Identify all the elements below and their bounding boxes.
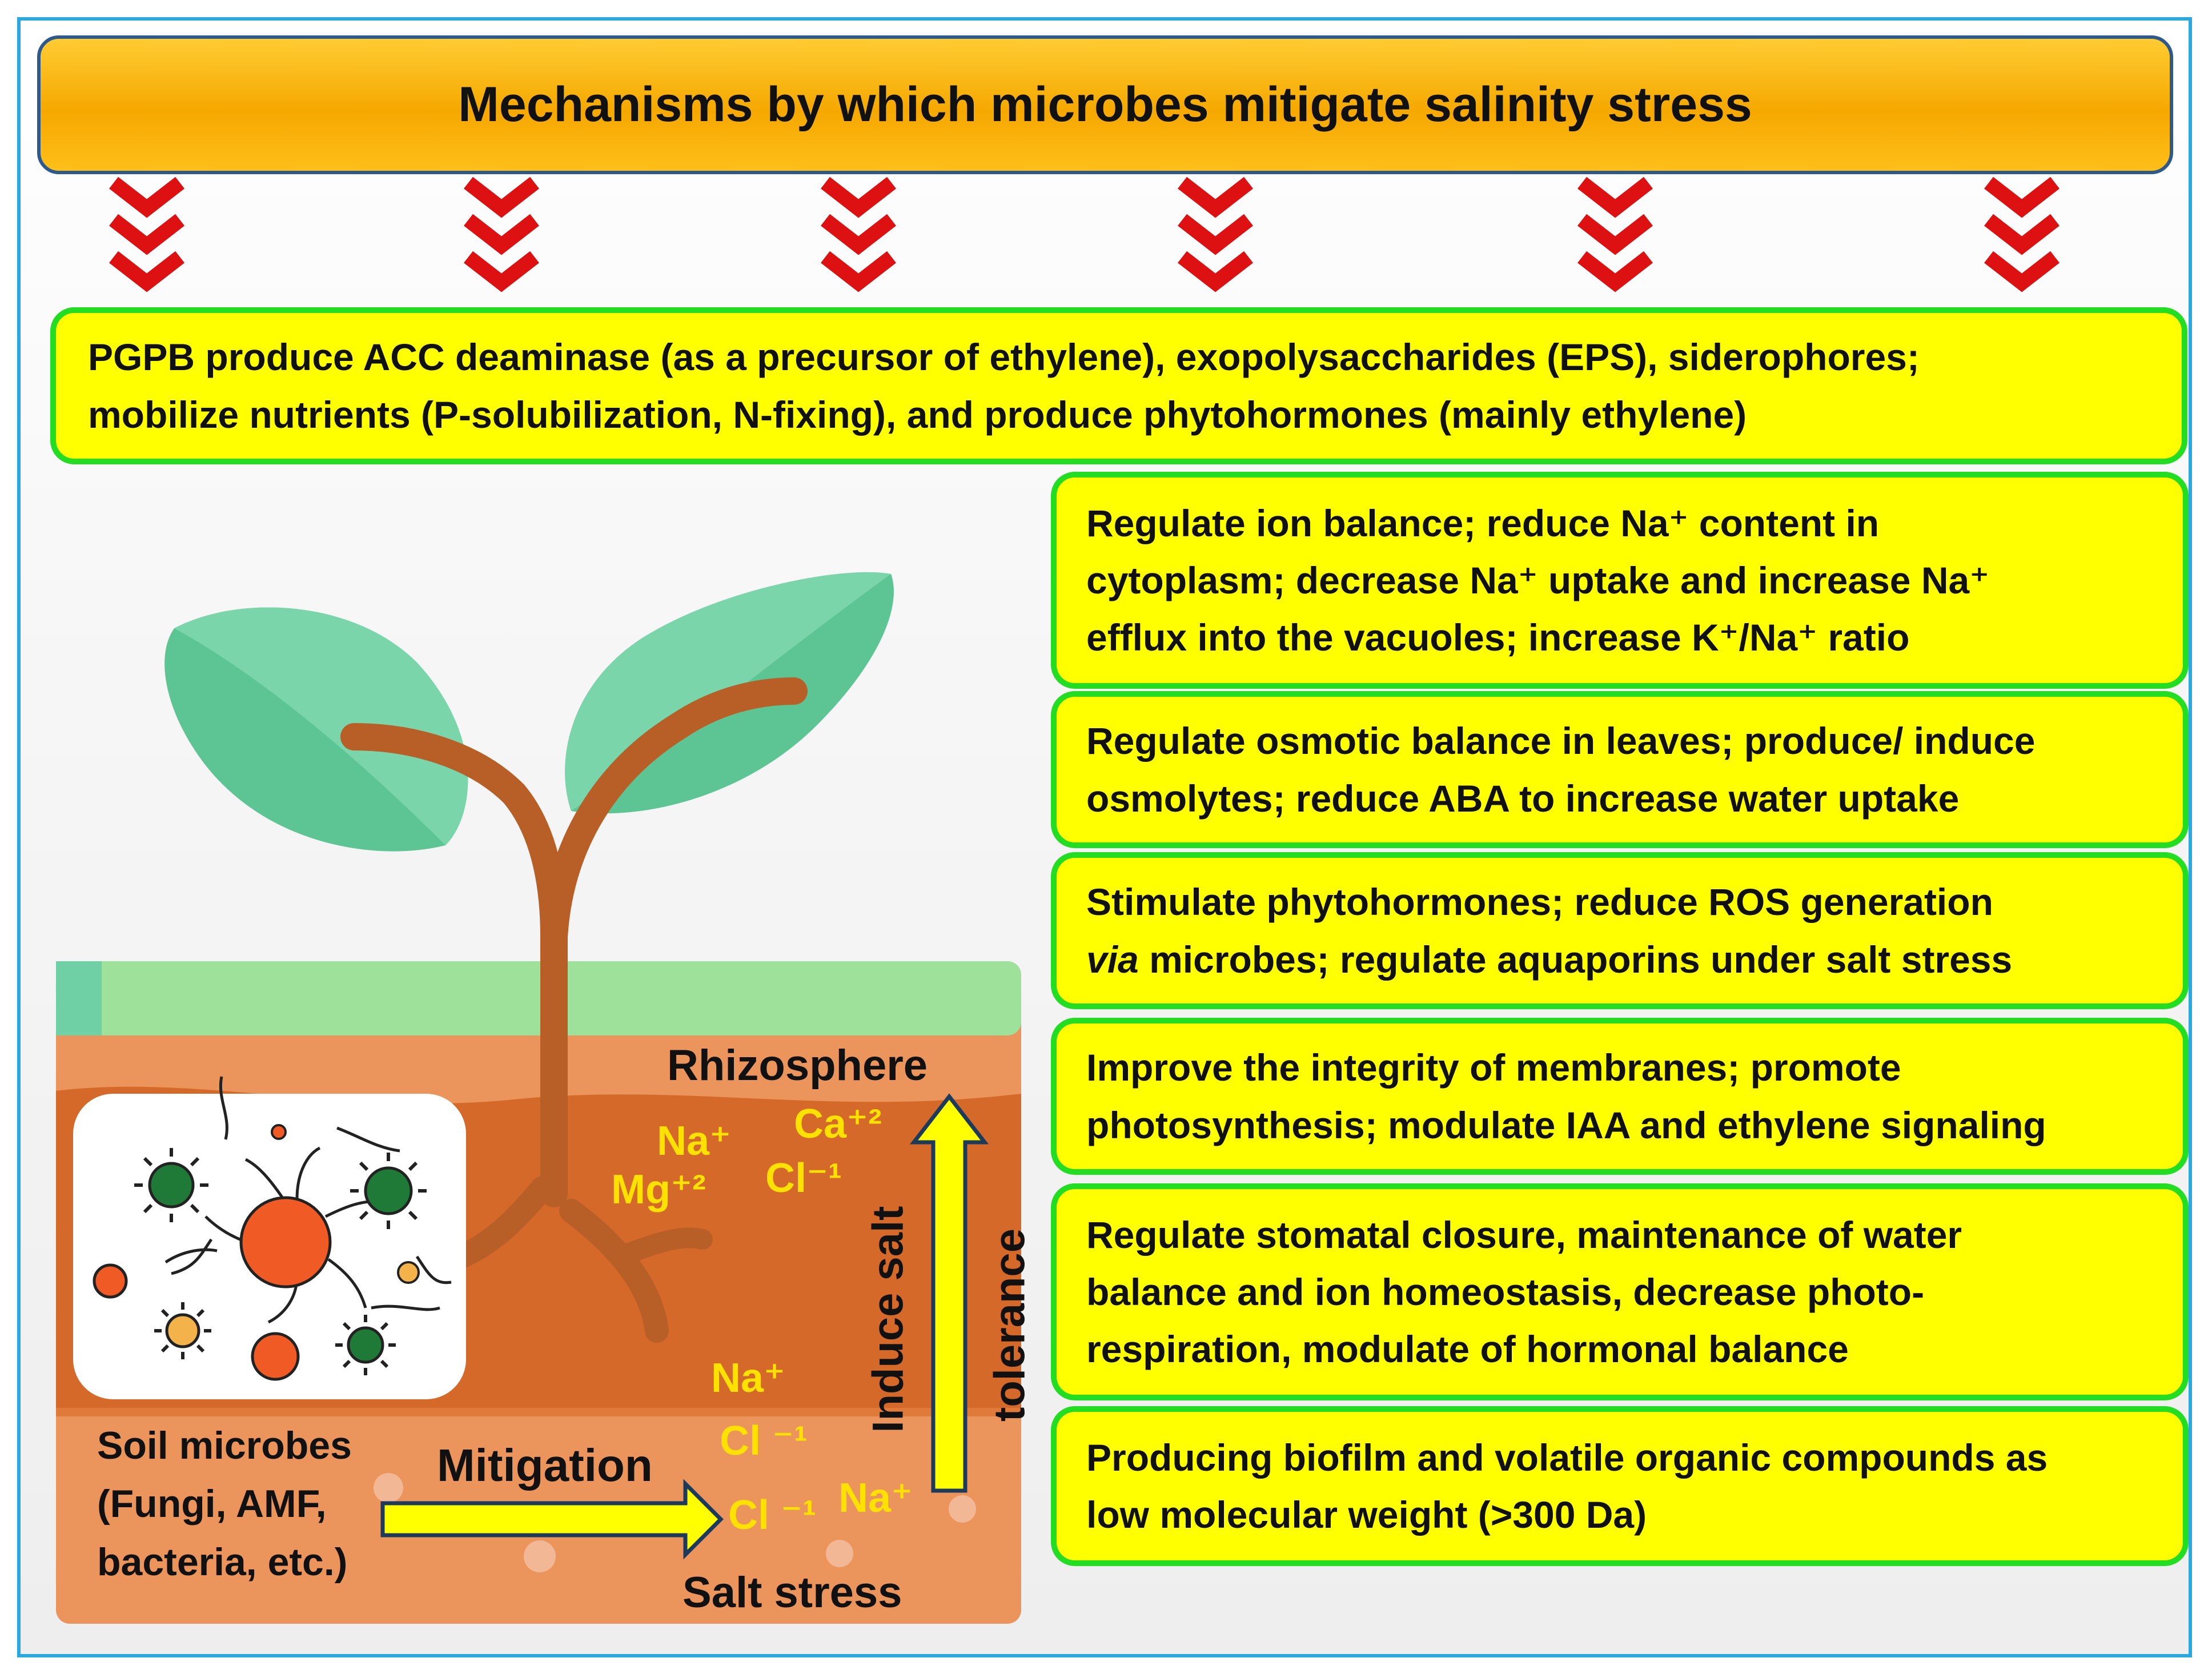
ion-cl-label: Cl ⁻¹ bbox=[728, 1492, 816, 1538]
pgpb-line-1: PGPB produce ACC deaminase (as a precurs… bbox=[88, 336, 1920, 379]
mitigation-label: Mitigation bbox=[437, 1440, 653, 1491]
stomatal-closure-box: Regulate stomatal closure, maintenance o… bbox=[1051, 1183, 2189, 1400]
plant-seedling-icon bbox=[164, 572, 894, 1207]
box-line: cytoplasm; decrease Na⁺ uptake and incre… bbox=[1086, 559, 1990, 601]
box-line: photosynthesis; modulate IAA and ethylen… bbox=[1086, 1103, 2046, 1146]
microbe-icon bbox=[93, 1263, 128, 1299]
ion-ca-label: Ca⁺² bbox=[794, 1101, 882, 1147]
box-line: Regulate ion balance; reduce Na⁺ content… bbox=[1086, 501, 1880, 544]
via-italic: via bbox=[1086, 938, 1139, 981]
microbe-icon bbox=[204, 1146, 383, 1324]
chevron-down-icon bbox=[464, 176, 539, 292]
ion-na-label: Na⁺ bbox=[838, 1475, 913, 1521]
ion-mg-label: Mg⁺² bbox=[611, 1167, 706, 1213]
box-line: Regulate osmotic balance in leaves; prod… bbox=[1086, 720, 2036, 762]
soil-microbes-label: bacteria, etc.) bbox=[97, 1540, 348, 1584]
osmotic-balance-box: Regulate osmotic balance in leaves; prod… bbox=[1051, 691, 2189, 848]
soil-microbes-label: (Fungi, AMF, bbox=[97, 1482, 327, 1526]
rhizosphere-label: Rhizosphere bbox=[667, 1041, 928, 1090]
salt-stress-label: Salt stress bbox=[683, 1568, 902, 1617]
box-line: low molecular weight (>300 Da) bbox=[1086, 1494, 1647, 1536]
chevron-down-icon bbox=[821, 176, 896, 292]
box-line: Improve the integrity of membranes; prom… bbox=[1086, 1046, 1901, 1089]
ion-na-label: Na⁺ bbox=[711, 1355, 786, 1401]
box-line: balance and ion homeostasis, decrease ph… bbox=[1086, 1270, 1925, 1313]
box-line: osmolytes; reduce ABA to increase water … bbox=[1086, 777, 1960, 820]
microbe-icon bbox=[335, 1315, 396, 1375]
ion-na-label: Na⁺ bbox=[657, 1118, 732, 1164]
box-line: Regulate stomatal closure, maintenance o… bbox=[1086, 1213, 1962, 1256]
box-line: efflux into the vacuoles; increase K⁺/Na… bbox=[1086, 616, 1910, 659]
ion-balance-box: Regulate ion balance; reduce Na⁺ content… bbox=[1051, 472, 2189, 689]
pgpb-line-2: mobilize nutrients (P-solubilization, N-… bbox=[88, 393, 1747, 436]
diagram-title: Mechanisms by which microbes mitigate sa… bbox=[458, 77, 1752, 132]
biofilm-box: Producing biofilm and volatile organic c… bbox=[1051, 1406, 2189, 1566]
induce-salt-label: Induce salt bbox=[864, 1206, 913, 1433]
chevron-down-icon bbox=[1984, 176, 2060, 292]
microbe-icon bbox=[397, 1261, 420, 1284]
microbe-icon bbox=[134, 1148, 208, 1222]
microbe-icon bbox=[271, 1124, 287, 1140]
pgpb-box: PGPB produce ACC deaminase (as a precurs… bbox=[50, 307, 2187, 464]
chevron-down-icon bbox=[109, 176, 184, 292]
box-line: Stimulate phytohormones; reduce ROS gene… bbox=[1086, 881, 1993, 924]
microbe-icon bbox=[251, 1332, 300, 1381]
box-line: Producing biofilm and volatile organic c… bbox=[1086, 1436, 2048, 1479]
arrow-right-icon bbox=[380, 1479, 724, 1560]
box-line: via microbes; regulate aquaporins under … bbox=[1086, 931, 2012, 988]
chevron-down-icon bbox=[1178, 176, 1253, 292]
soil-microbes-label: Soil microbes bbox=[97, 1424, 352, 1467]
chevron-down-icon bbox=[1577, 176, 1653, 292]
microbe-icon bbox=[350, 1153, 427, 1229]
tolerance-label: tolerance bbox=[985, 1229, 1034, 1422]
arrow-up-icon bbox=[909, 1093, 989, 1493]
ion-cl-label: Cl⁻¹ bbox=[765, 1155, 842, 1201]
box-line: respiration, modulate of hormonal balanc… bbox=[1086, 1328, 1849, 1371]
title-banner: Mechanisms by which microbes mitigate sa… bbox=[37, 35, 2173, 174]
microbe-icon bbox=[154, 1302, 211, 1359]
ion-cl-label: Cl ⁻¹ bbox=[720, 1418, 808, 1464]
microbe-panel bbox=[73, 1076, 466, 1399]
phytohormones-box: Stimulate phytohormones; reduce ROS gene… bbox=[1051, 852, 2189, 1009]
box-line-rest: microbes; regulate aquaporins under salt… bbox=[1138, 938, 2013, 981]
membrane-integrity-box: Improve the integrity of membranes; prom… bbox=[1051, 1018, 2189, 1175]
